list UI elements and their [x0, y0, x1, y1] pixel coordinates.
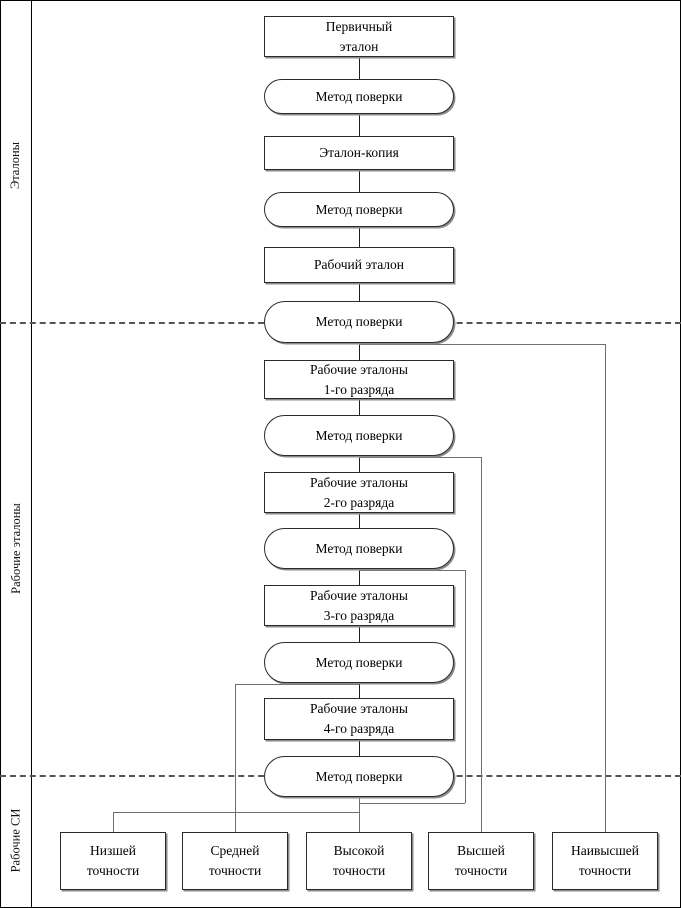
node-rank-3-label: Рабочие эталоны 3-го разряда [310, 587, 408, 623]
node-rank-4-label: Рабочие эталоны 4-го разряда [310, 701, 408, 736]
node-standard-copy[interactable]: Эталон-копия [264, 136, 454, 170]
node-rank-4[interactable]: Рабочие эталоны 4-го разряда [264, 698, 454, 740]
node-method-4-label: Метод поверки [315, 427, 403, 443]
node-working-standard-label: Рабочий эталон [313, 257, 405, 273]
node-accuracy-medium-label: Средней точности [208, 843, 262, 878]
node-method-2[interactable]: Метод поверки [264, 192, 454, 227]
node-standard-copy-label: Эталон-копия [319, 145, 399, 161]
link-rank4-to-method7 [359, 740, 360, 756]
node-accuracy-highest[interactable]: Наивысшей точности [552, 832, 658, 890]
node-method-7-label: Метод поверки [315, 768, 403, 784]
node-method-2-label: Метод поверки [315, 201, 403, 217]
link-method3-to-rank1 [359, 343, 360, 360]
node-rank-3[interactable]: Рабочие эталоны 3-го разряда [264, 585, 454, 626]
branch-method7-drop-lowest [113, 812, 114, 832]
node-primary-standard-label: Первичный эталон [325, 18, 393, 54]
node-rank-2-label: Рабочие эталоны 2-го разряда [310, 474, 408, 510]
node-method-4[interactable]: Метод поверки [264, 415, 454, 456]
branch-method4-horizontal [359, 457, 481, 458]
node-method-3-label: Метод поверки [315, 314, 403, 330]
branch-method5-drop [359, 803, 360, 832]
branch-method6-vertical [235, 684, 236, 832]
link-method5-to-rank3 [359, 569, 360, 585]
node-accuracy-lowest[interactable]: Низшей точности [60, 832, 166, 890]
band-label-rabochie-si-text: Рабочие СИ [8, 808, 23, 872]
link-rank2-to-method5 [359, 513, 360, 528]
branch-method5-horizontal [359, 570, 465, 571]
node-primary-standard[interactable]: Первичный эталон [264, 16, 454, 57]
node-accuracy-high[interactable]: Высокой точности [306, 832, 412, 890]
node-accuracy-higher-label: Высшей точности [454, 843, 508, 878]
node-rank-1-label: Рабочие эталоны 1-го разряда [310, 361, 408, 397]
band-label-etalony-text: Эталоны [8, 141, 23, 189]
branch-method5-vertical [465, 570, 466, 803]
node-accuracy-lowest-label: Низшей точности [86, 843, 140, 878]
node-method-5-label: Метод поверки [315, 540, 403, 556]
branch-method5-step-horizontal [359, 803, 465, 804]
node-method-5[interactable]: Метод поверки [264, 528, 454, 569]
node-working-standard[interactable]: Рабочий эталон [264, 247, 454, 283]
node-method-6[interactable]: Метод поверки [264, 642, 454, 683]
link-copy-to-method2 [359, 170, 360, 192]
link-working-to-method3 [359, 283, 360, 301]
link-method6-to-rank4 [359, 683, 360, 698]
link-method4-to-rank2 [359, 456, 360, 472]
band-label-rabochie-etalony-text: Рабочие эталоны [8, 502, 23, 594]
node-accuracy-highest-label: Наивысшей точности [570, 843, 639, 878]
link-rank3-to-method6 [359, 626, 360, 642]
branch-method4-vertical [481, 457, 482, 832]
link-primary-to-method1 [359, 57, 360, 79]
node-method-1[interactable]: Метод поверки [264, 79, 454, 114]
node-method-7[interactable]: Метод поверки [264, 756, 454, 797]
node-method-3[interactable]: Метод поверки [264, 301, 454, 343]
branch-method3-vertical [605, 344, 606, 832]
node-accuracy-medium[interactable]: Средней точности [182, 832, 288, 890]
node-accuracy-higher[interactable]: Высшей точности [428, 832, 534, 890]
node-rank-1[interactable]: Рабочие эталоны 1-го разряда [264, 360, 454, 399]
node-method-6-label: Метод поверки [315, 654, 403, 670]
node-rank-2[interactable]: Рабочие эталоны 2-го разряда [264, 472, 454, 513]
label-column-divider [31, 0, 32, 908]
link-method1-to-copy [359, 114, 360, 136]
branch-method7-horizontal [113, 812, 359, 813]
link-rank1-to-method4 [359, 399, 360, 415]
link-method2-to-working [359, 227, 360, 247]
node-accuracy-high-label: Высокой точности [332, 843, 386, 878]
branch-method3-horizontal [359, 344, 605, 345]
node-method-1-label: Метод поверки [315, 88, 403, 104]
branch-method6-horizontal [235, 684, 359, 685]
